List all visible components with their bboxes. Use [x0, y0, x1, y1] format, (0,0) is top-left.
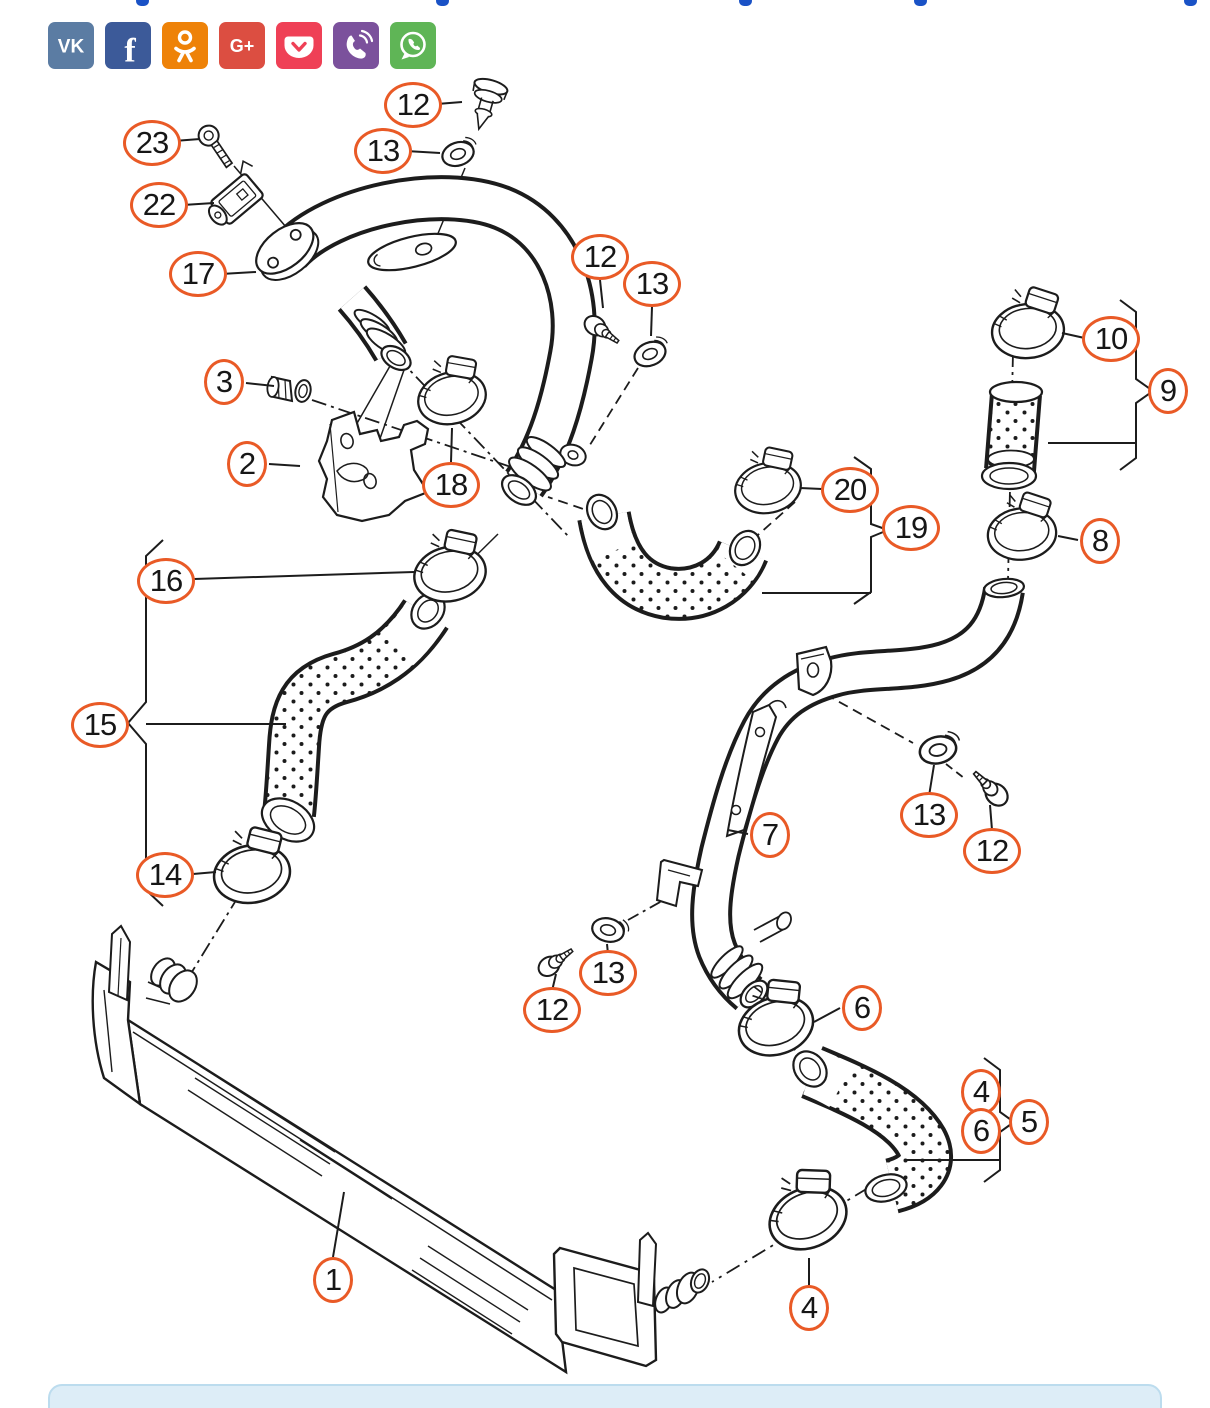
- charge-air-hose-15: [260, 592, 449, 843]
- grommet-13: [437, 133, 482, 171]
- hose-clamp-8: [981, 482, 1060, 565]
- grommet-13: [629, 332, 674, 372]
- footer-panel: [48, 1384, 1162, 1408]
- clipped-heading-text: [436, 0, 449, 6]
- share-bar: VK f G+: [48, 22, 436, 69]
- odnoklassniki-icon: [174, 30, 196, 63]
- vk-share-button[interactable]: VK: [48, 22, 94, 69]
- intercooler-right-port: [654, 1268, 711, 1314]
- charge-air-hose-4-6: [792, 1046, 953, 1214]
- svg-text:f: f: [124, 33, 136, 70]
- hose-clamp-18: [406, 342, 493, 433]
- pressure-hose-19: [577, 493, 768, 621]
- pocket-share-button[interactable]: [276, 22, 322, 69]
- hose-clamp-20: [724, 435, 807, 521]
- connecting-hose-9: [980, 380, 1044, 491]
- google-plus-icon: G+: [230, 36, 255, 56]
- clipped-heading-text: [136, 0, 149, 6]
- sensor-22: [207, 159, 264, 226]
- grommet-13: [915, 728, 965, 769]
- clipped-heading-text: [739, 0, 752, 6]
- facebook-icon: f: [124, 33, 136, 70]
- whatsapp-share-button[interactable]: [390, 22, 436, 69]
- svg-text:G+: G+: [230, 36, 255, 56]
- grommet-13: [588, 911, 632, 948]
- odnoklassniki-share-button[interactable]: [162, 22, 208, 69]
- viber-share-button[interactable]: [333, 22, 379, 69]
- svg-text:VK: VK: [58, 37, 85, 58]
- vk-icon: VK: [58, 37, 85, 58]
- screw-23: [197, 124, 234, 169]
- hose-clamp-4: [749, 1150, 858, 1262]
- nut-3: [266, 375, 312, 403]
- push-pin-12: [472, 77, 509, 132]
- pocket-icon: [284, 36, 314, 58]
- hose-clamp-16: [403, 516, 493, 610]
- viber-icon: [346, 29, 374, 59]
- charge-air-pipe-7: [655, 577, 1026, 1011]
- clipped-heading-text: [1184, 0, 1197, 6]
- hose-clamp-10: [985, 276, 1068, 363]
- whatsapp-icon: [400, 31, 426, 60]
- bolt-12: [966, 764, 1014, 812]
- charge-air-tube-17: [255, 175, 597, 506]
- intercooler-left-port: [145, 957, 198, 1005]
- bracket-2: [317, 410, 430, 523]
- clipped-heading-text: [914, 0, 927, 6]
- intercooler: [91, 924, 711, 1375]
- google-plus-share-button[interactable]: G+: [219, 22, 265, 69]
- facebook-share-button[interactable]: f: [105, 22, 151, 69]
